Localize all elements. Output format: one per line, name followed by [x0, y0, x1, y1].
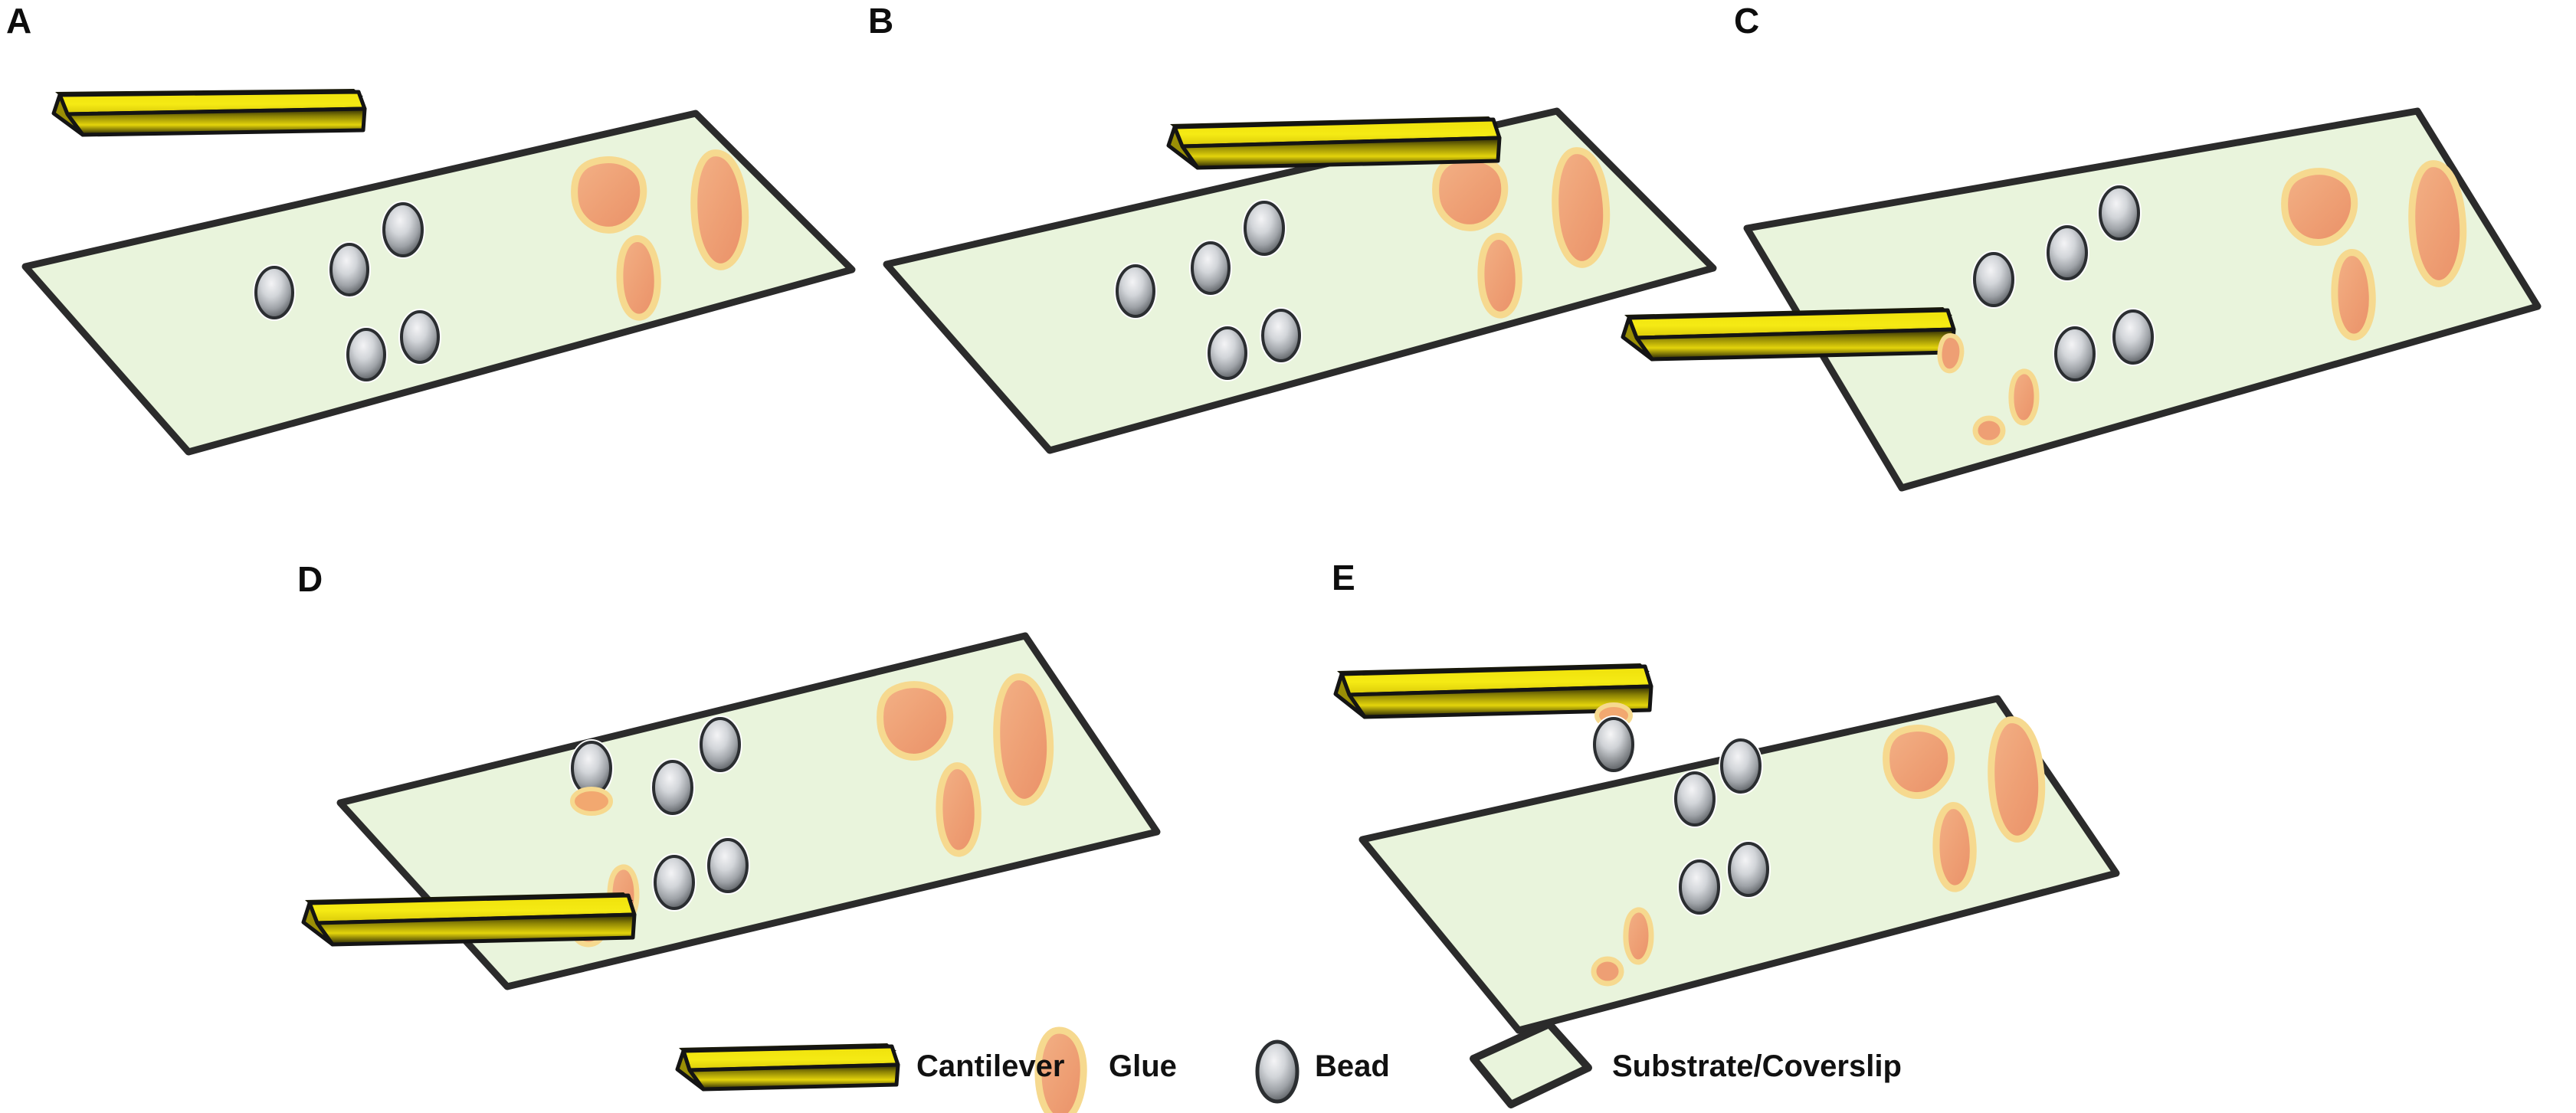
legend-glue-blob-icon [1034, 1026, 1087, 1113]
legend-cantilever-bar-icon [675, 1043, 900, 1092]
panel-e-beads [1673, 737, 1771, 916]
panel-b-group [883, 107, 1717, 454]
panel-a-glue-blobs [571, 149, 749, 321]
panel-label-b: B [868, 1, 894, 41]
panel-e-group [1333, 663, 2120, 1034]
panel-e-glue-blobs [1883, 716, 2046, 892]
panel-d-beads [569, 715, 750, 912]
panel-a-beads [253, 201, 441, 383]
legend-bead-sphere-icon [1254, 1039, 1300, 1105]
panel-c-group [1621, 107, 2542, 492]
panel-d-group [301, 632, 1161, 990]
panel-b-cantilever [1166, 116, 1502, 170]
panel-d-cantilever [301, 892, 637, 947]
legend-label-bead: Bead [1315, 1049, 1390, 1083]
panel-label-a: A [6, 1, 32, 41]
panel-c-glue-blobs [2281, 160, 2467, 341]
legend-label-substrate: Substrate/Coverslip [1612, 1049, 1902, 1083]
legend-label-glue: Glue [1109, 1049, 1177, 1083]
panel-a-cantilever [51, 89, 367, 137]
panel-c-beads [1971, 184, 2155, 383]
panel-d-glue-at-contact [570, 787, 613, 816]
panel-e-cantilever [1333, 663, 1653, 719]
panel-c-glue-smears [1972, 368, 2040, 446]
legend-substrate-slide-icon [1470, 1020, 1592, 1108]
panel-e-bead-on-tip [1591, 715, 1636, 774]
panel-label-c: C [1734, 1, 1760, 41]
legend-row [675, 1020, 1592, 1113]
panel-d-glue-blobs [877, 673, 1054, 857]
panel-a-group [21, 89, 856, 456]
panel-c-substrate [1743, 107, 2542, 492]
panel-c-cantilever [1621, 307, 1956, 362]
panel-label-d: D [297, 559, 323, 599]
panel-e-glue-smears [1591, 907, 1654, 987]
panel-label-e: E [1332, 558, 1355, 597]
panel-b-beads [1114, 199, 1303, 381]
panel-c-glue-on-tip [1937, 332, 1965, 374]
legend-label-cantilever: Cantilever [916, 1049, 1065, 1083]
panel-b-glue-blobs [1432, 147, 1611, 319]
